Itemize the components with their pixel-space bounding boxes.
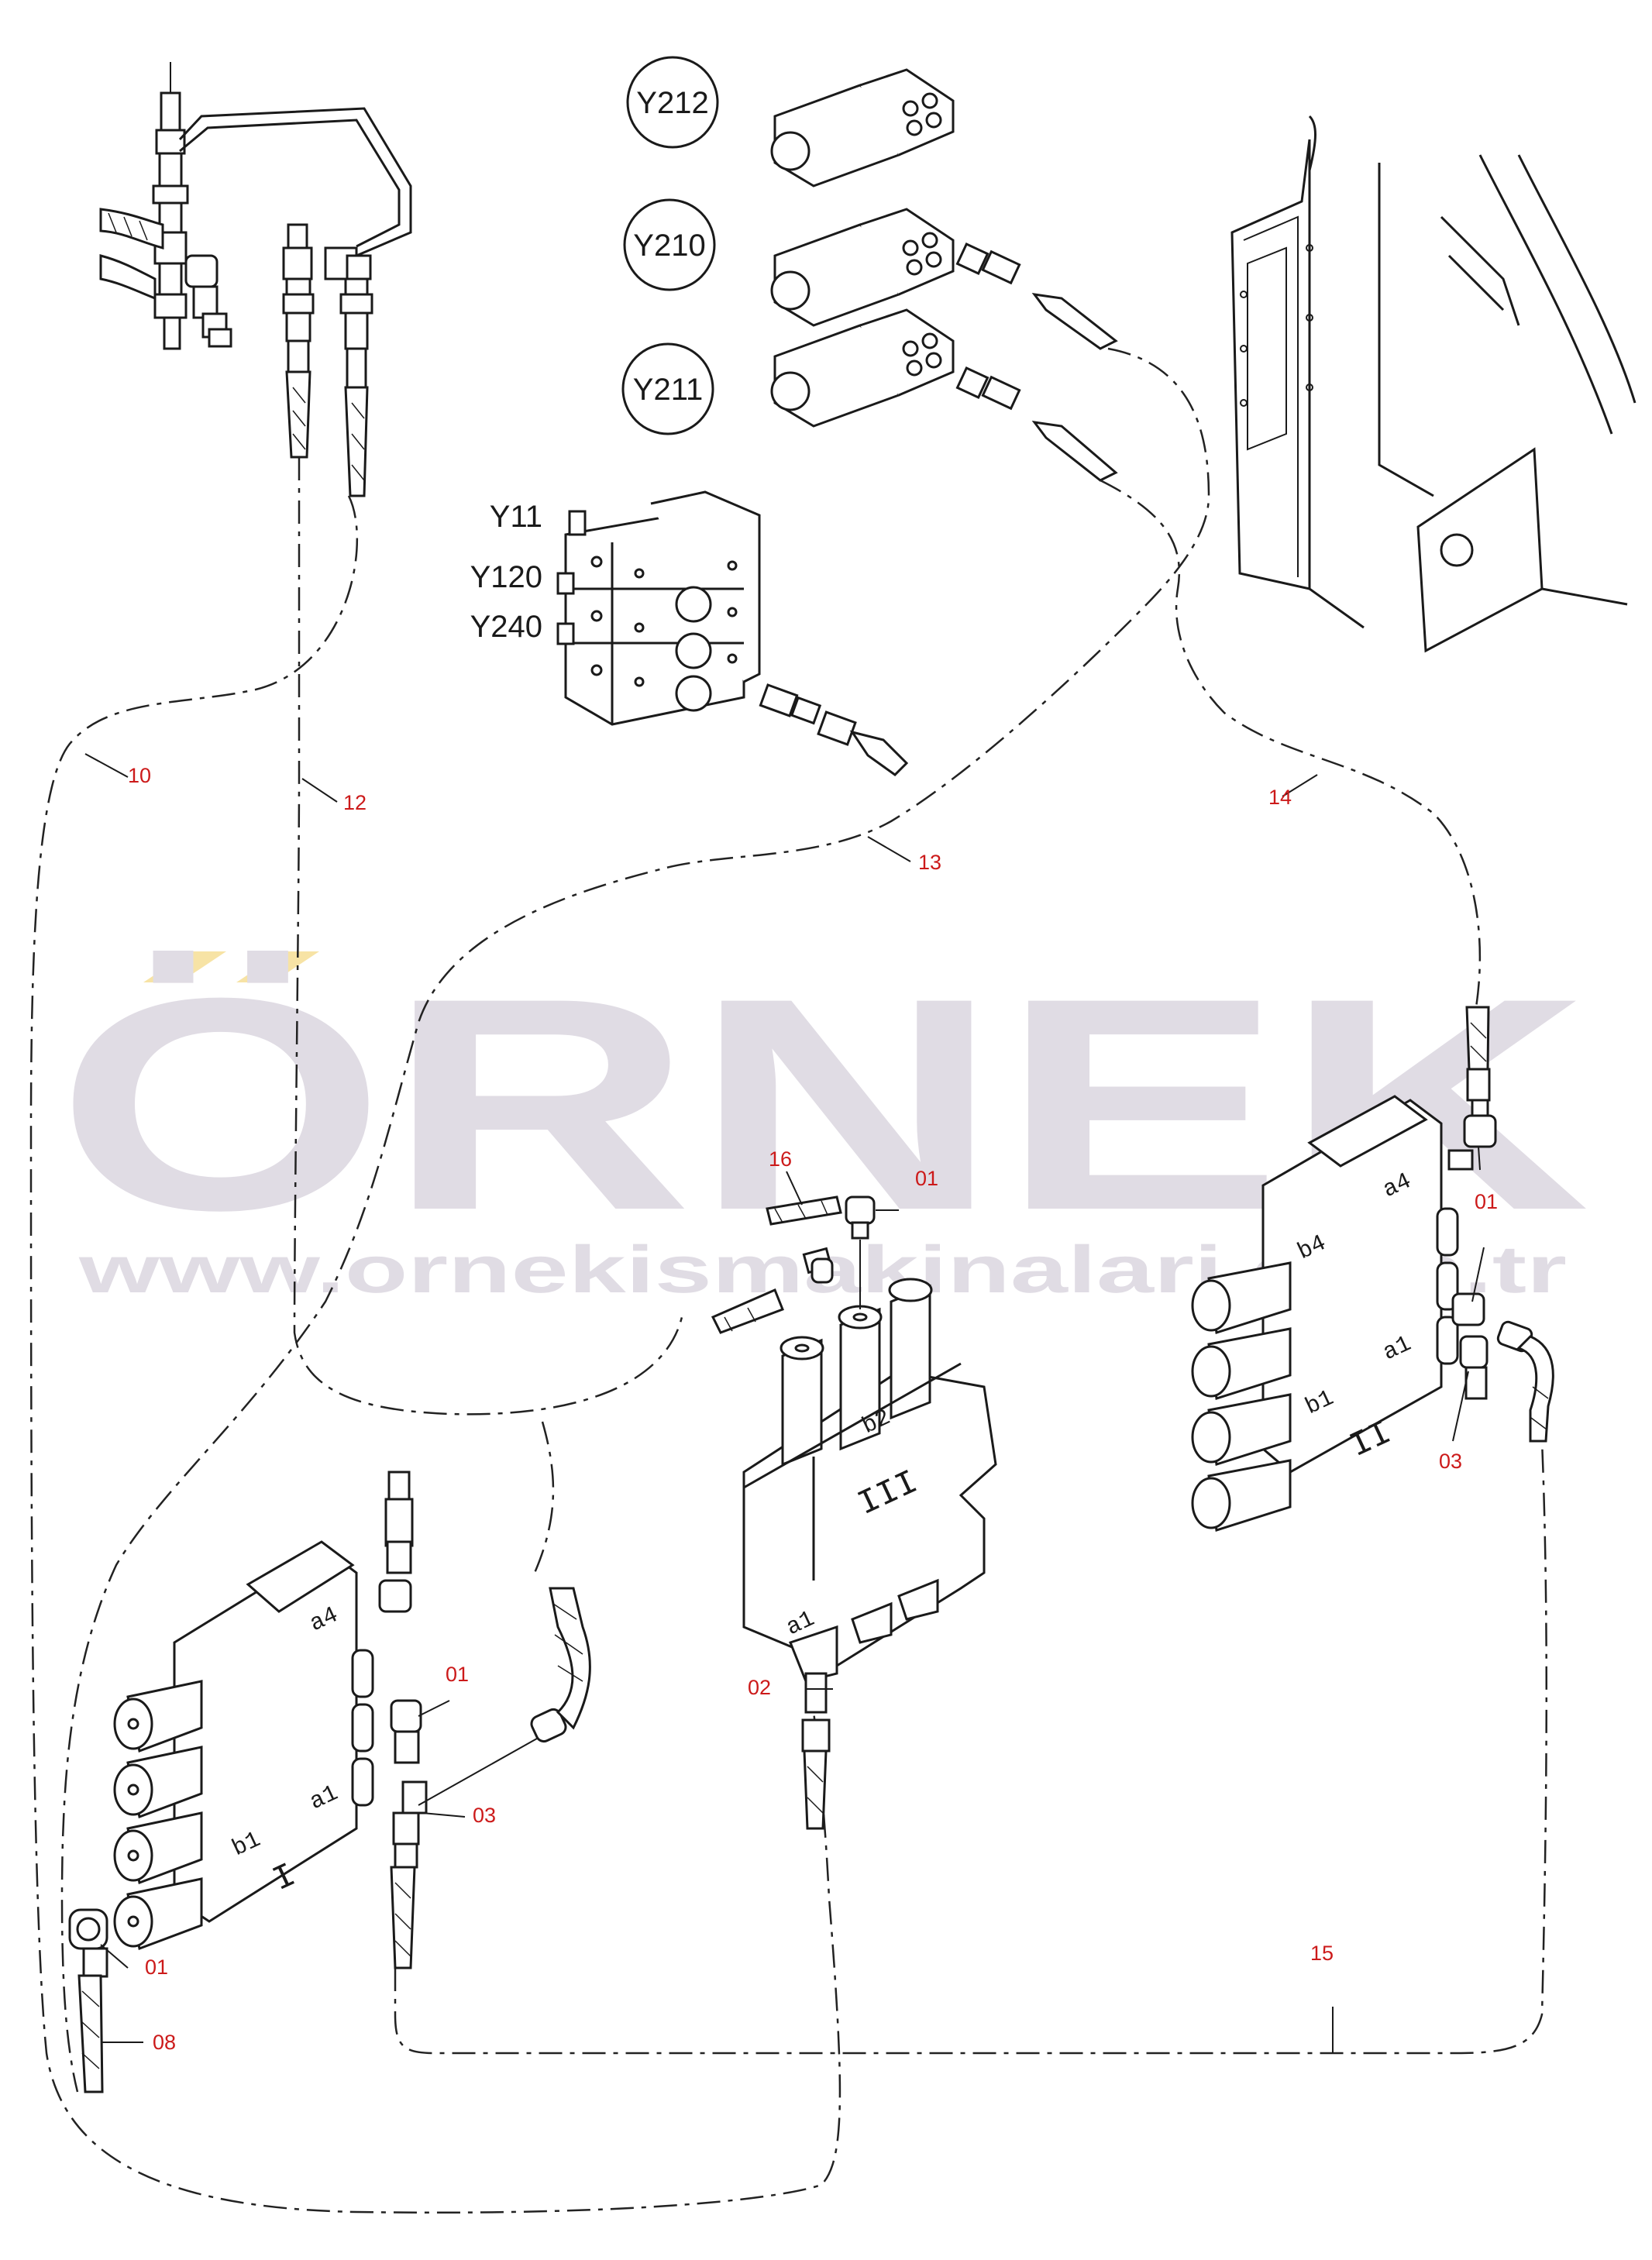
valve-label-y240: Y240 <box>470 610 542 644</box>
pipe-routes <box>29 347 1548 2214</box>
valve-label-y210: Y210 <box>623 198 716 291</box>
callout-08: 08 <box>153 2031 176 2054</box>
valve-label-y11: Y11 <box>490 500 542 534</box>
solenoid-valve-y212 <box>770 68 955 187</box>
callout-01-right: 01 <box>1475 1190 1498 1213</box>
callout-14: 14 <box>1268 786 1292 809</box>
control-block-I: I a4 a1 b1 <box>68 1471 591 2093</box>
spool-caps-II <box>1191 1261 1292 1532</box>
line-15 <box>394 1440 1548 2055</box>
valve-stack-y11-y120-y240 <box>556 490 909 776</box>
callout-01-top: 01 <box>915 1167 938 1190</box>
valve-label-y212: Y212 <box>626 56 719 149</box>
spool-caps-I <box>113 1680 203 1951</box>
line-14 <box>1100 479 1482 1008</box>
callout-10: 10 <box>128 764 151 787</box>
callout-03-left: 03 <box>473 1804 496 1827</box>
top-left-fitting-assembly <box>99 62 412 497</box>
svg-text:Y211: Y211 <box>633 373 703 407</box>
callout-03-right: 03 <box>1439 1450 1462 1473</box>
line-block-III-link <box>533 1421 555 1574</box>
callout-13: 13 <box>918 851 941 874</box>
callout-16: 16 <box>769 1147 792 1171</box>
callouts: 10 12 13 14 15 16 01 01 01 02 03 03 01 0… <box>84 753 1498 2054</box>
line-12 <box>293 457 683 1416</box>
valve-label-y211: Y211 <box>621 342 714 435</box>
svg-text:Y212: Y212 <box>636 86 708 120</box>
watermark-accent-left <box>143 951 226 982</box>
machine-frame <box>1230 115 1637 653</box>
callout-01-left: 01 <box>446 1663 469 1686</box>
svg-text:Y210: Y210 <box>633 229 705 263</box>
line-10 <box>29 495 841 2214</box>
control-block-III: III b2 a1 <box>711 1195 997 1830</box>
callout-15: 15 <box>1310 1942 1334 1965</box>
callout-12: 12 <box>343 791 367 814</box>
callout-01-bottom: 01 <box>145 1956 168 1979</box>
solenoid-valve-y211 <box>770 308 1118 482</box>
valve-label-y120: Y120 <box>470 560 542 594</box>
solenoid-valve-y210 <box>770 208 1118 350</box>
callout-02: 02 <box>748 1676 771 1699</box>
watermark-accent-right <box>236 951 319 982</box>
line-13 <box>60 347 1210 2093</box>
